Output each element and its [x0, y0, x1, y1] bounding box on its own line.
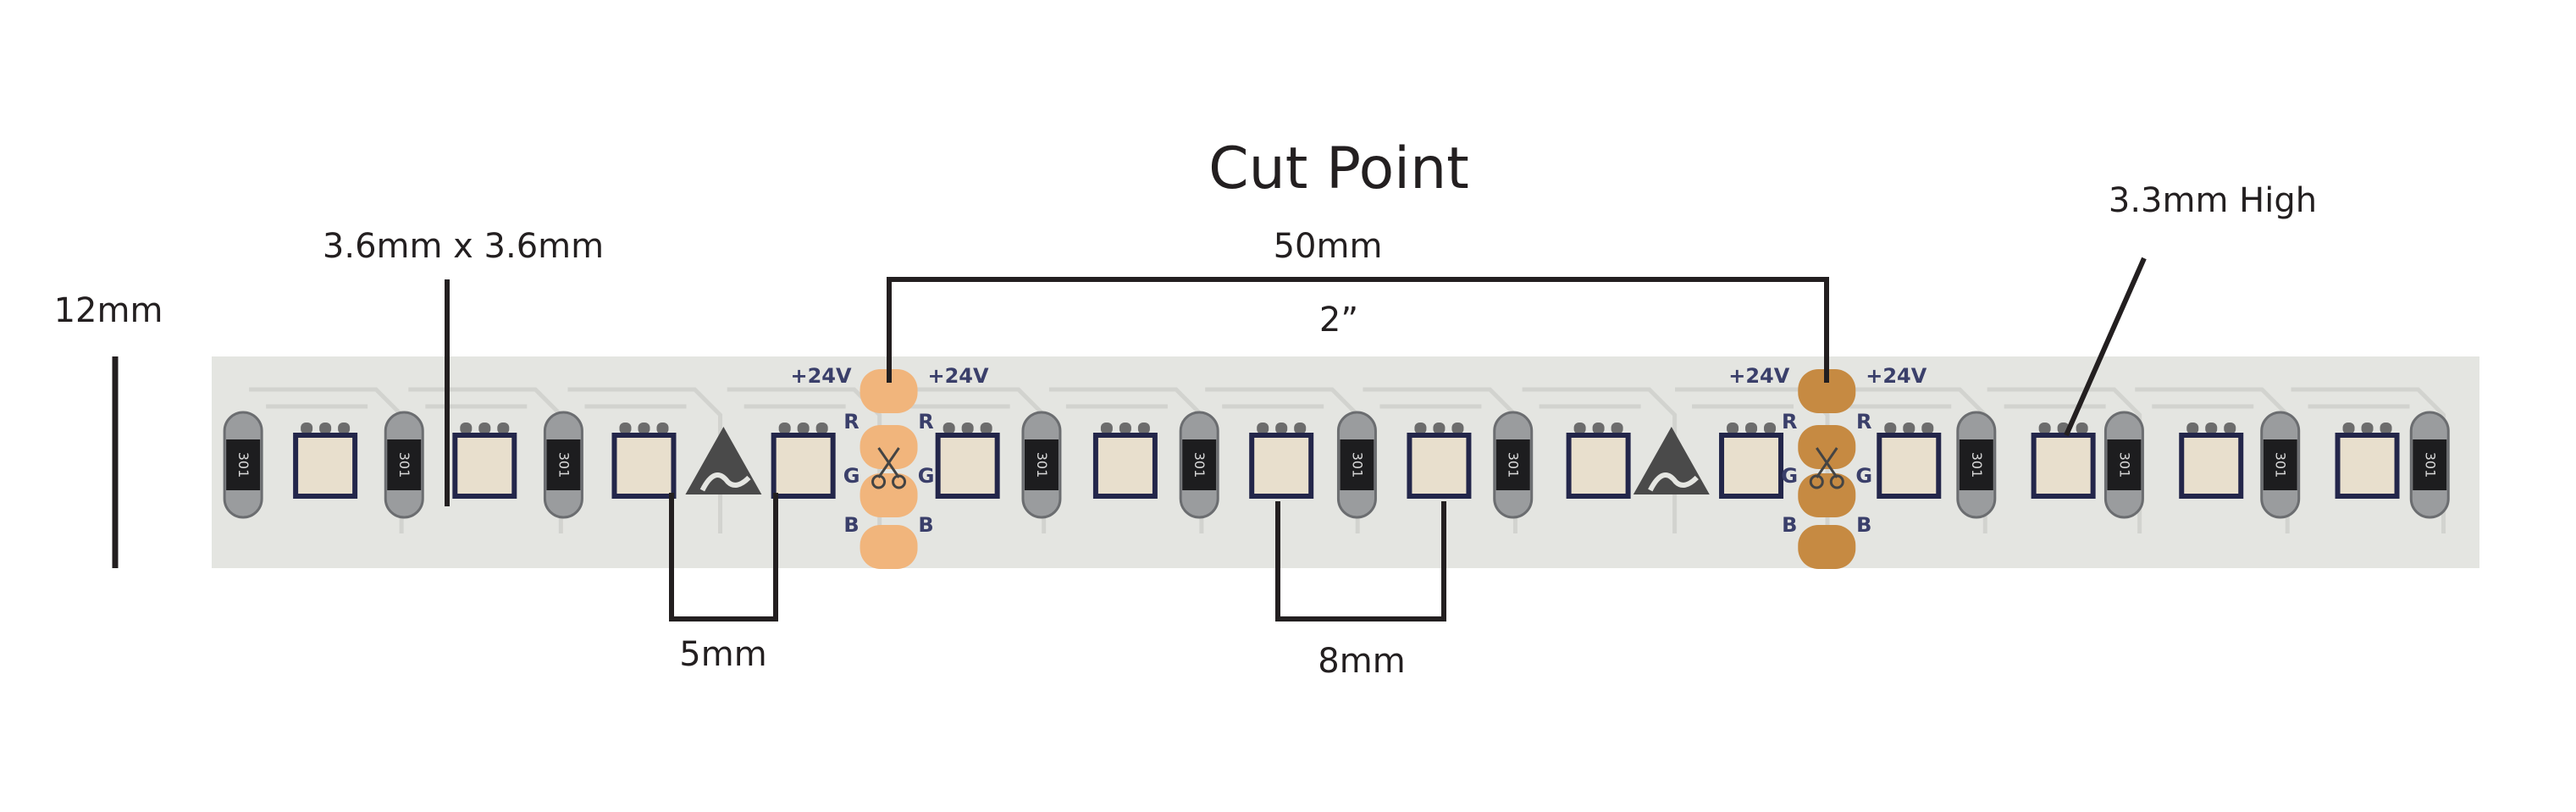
led-chip	[1407, 423, 1472, 499]
cut-point-2[interactable]: +24V +24V R R G G B B	[1728, 364, 1927, 569]
solder-pad	[1798, 525, 1856, 569]
voltage-label: +24V	[1728, 364, 1790, 388]
channel-label: G	[843, 464, 860, 488]
resistor-code: 301	[1969, 452, 1985, 478]
resistor: 301	[2409, 411, 2450, 519]
channel-label: R	[1856, 410, 1871, 434]
resistor: 301	[1956, 411, 1997, 519]
width-label: 12mm	[54, 291, 163, 330]
channel-label: G	[1855, 464, 1872, 488]
solder-pad	[1798, 473, 1856, 517]
resistor-code: 301	[396, 452, 412, 478]
channel-label: R	[843, 410, 859, 434]
resistor-code: 301	[556, 452, 572, 478]
solder-pad	[860, 525, 918, 569]
solder-pad	[860, 473, 918, 517]
scissors-icon	[871, 447, 907, 489]
led-chip	[1877, 423, 1942, 499]
resistor-code: 301	[1191, 452, 1208, 478]
title: Cut Point	[1208, 135, 1469, 202]
resistor-code: 301	[1349, 452, 1365, 478]
resistor-code: 301	[1034, 452, 1050, 478]
height-label: 3.3mm High	[2109, 181, 2317, 220]
led-chip	[771, 423, 836, 499]
led-chip	[293, 423, 358, 499]
height-pointer	[2064, 257, 2147, 437]
channel-label: B	[843, 513, 859, 537]
cut-point-1[interactable]: +24V +24V R R G G B B	[790, 364, 989, 569]
resistor: 301	[223, 411, 263, 519]
cut-length-mm-label: 50mm	[1274, 227, 1383, 266]
pitch-5mm-bracket	[669, 493, 778, 621]
solder-pad	[860, 369, 918, 413]
resistor-code: 301	[2422, 452, 2438, 478]
resistor: 301	[384, 411, 424, 519]
pitch-5mm-label: 5mm	[679, 635, 766, 674]
led-chip	[2179, 423, 2244, 499]
pitch-8mm-bracket	[1275, 501, 1446, 621]
voltage-label: +24V	[1866, 364, 1927, 388]
led-chip	[2335, 423, 2400, 499]
resistor: 301	[1336, 411, 1377, 519]
led-chip	[611, 423, 677, 499]
solder-pad	[860, 425, 918, 469]
led-chip	[935, 423, 1000, 499]
resistor: 301	[1021, 411, 1062, 519]
esd-warning-icon	[685, 427, 762, 494]
resistor-code: 301	[1506, 452, 1522, 478]
solder-pad	[1798, 425, 1856, 469]
cut-length-in-label: 2”	[1319, 301, 1358, 340]
pitch-8mm-label: 8mm	[1318, 642, 1405, 681]
led-chip	[1249, 423, 1314, 499]
channel-label: B	[1856, 513, 1871, 537]
scissors-icon	[1809, 447, 1844, 489]
resistor-code: 301	[2273, 452, 2289, 478]
led-chip	[452, 423, 517, 499]
resistor: 301	[2103, 411, 2144, 519]
resistor-code: 301	[2116, 452, 2132, 478]
led-chip	[1566, 423, 1631, 499]
led-chip	[2031, 423, 2096, 499]
channel-label: G	[918, 464, 935, 488]
voltage-label: +24V	[790, 364, 852, 388]
resistor: 301	[1179, 411, 1219, 519]
cut-length-bracket	[887, 277, 1829, 383]
channel-label: R	[1782, 410, 1797, 434]
channel-label: G	[1781, 464, 1798, 488]
led-size-label: 3.6mm x 3.6mm	[323, 227, 604, 266]
channel-label: B	[918, 513, 933, 537]
solder-pad	[1798, 369, 1856, 413]
channel-label: R	[918, 410, 933, 434]
led-chip	[1092, 423, 1158, 499]
resistor: 301	[2260, 411, 2301, 519]
esd-warning-icon	[1633, 427, 1710, 494]
resistor: 301	[543, 411, 583, 519]
resistor-code: 301	[235, 452, 252, 478]
led-chip	[1719, 423, 1784, 499]
channel-label: B	[1782, 513, 1797, 537]
voltage-label: +24V	[927, 364, 989, 388]
resistor: 301	[1493, 411, 1534, 519]
